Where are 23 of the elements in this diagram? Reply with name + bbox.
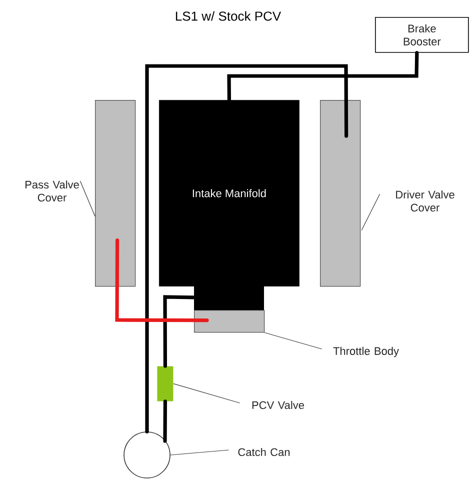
valve-cover: [95, 100, 136, 287]
leader-line: [80, 180, 96, 217]
leader-line: [170, 450, 230, 456]
part-label: PCV Valve: [252, 400, 304, 410]
manifold-block: Intake Manifold: [159, 100, 300, 286]
throttle-body: [194, 310, 265, 333]
catch-can: [124, 432, 170, 478]
hose: [227, 51, 419, 102]
leader-line: [361, 194, 380, 231]
leader-line: [264, 332, 322, 350]
part-label: Driver Valve Cover: [396, 190, 454, 212]
label-box: Brake Booster: [375, 17, 469, 53]
leader-line: [173, 383, 240, 404]
valve-cover: [320, 100, 361, 287]
hose: [163, 295, 196, 368]
part-label: Catch Can: [238, 448, 290, 456]
part-label: Pass Valve Cover: [26, 180, 79, 202]
part-label: Throttle Body: [333, 346, 399, 358]
hose: [163, 400, 167, 443]
title: LS1 w/ Stock PCV: [176, 11, 282, 21]
pcv-valve: [157, 366, 174, 402]
hose: [145, 64, 348, 434]
hose: [115, 238, 209, 322]
